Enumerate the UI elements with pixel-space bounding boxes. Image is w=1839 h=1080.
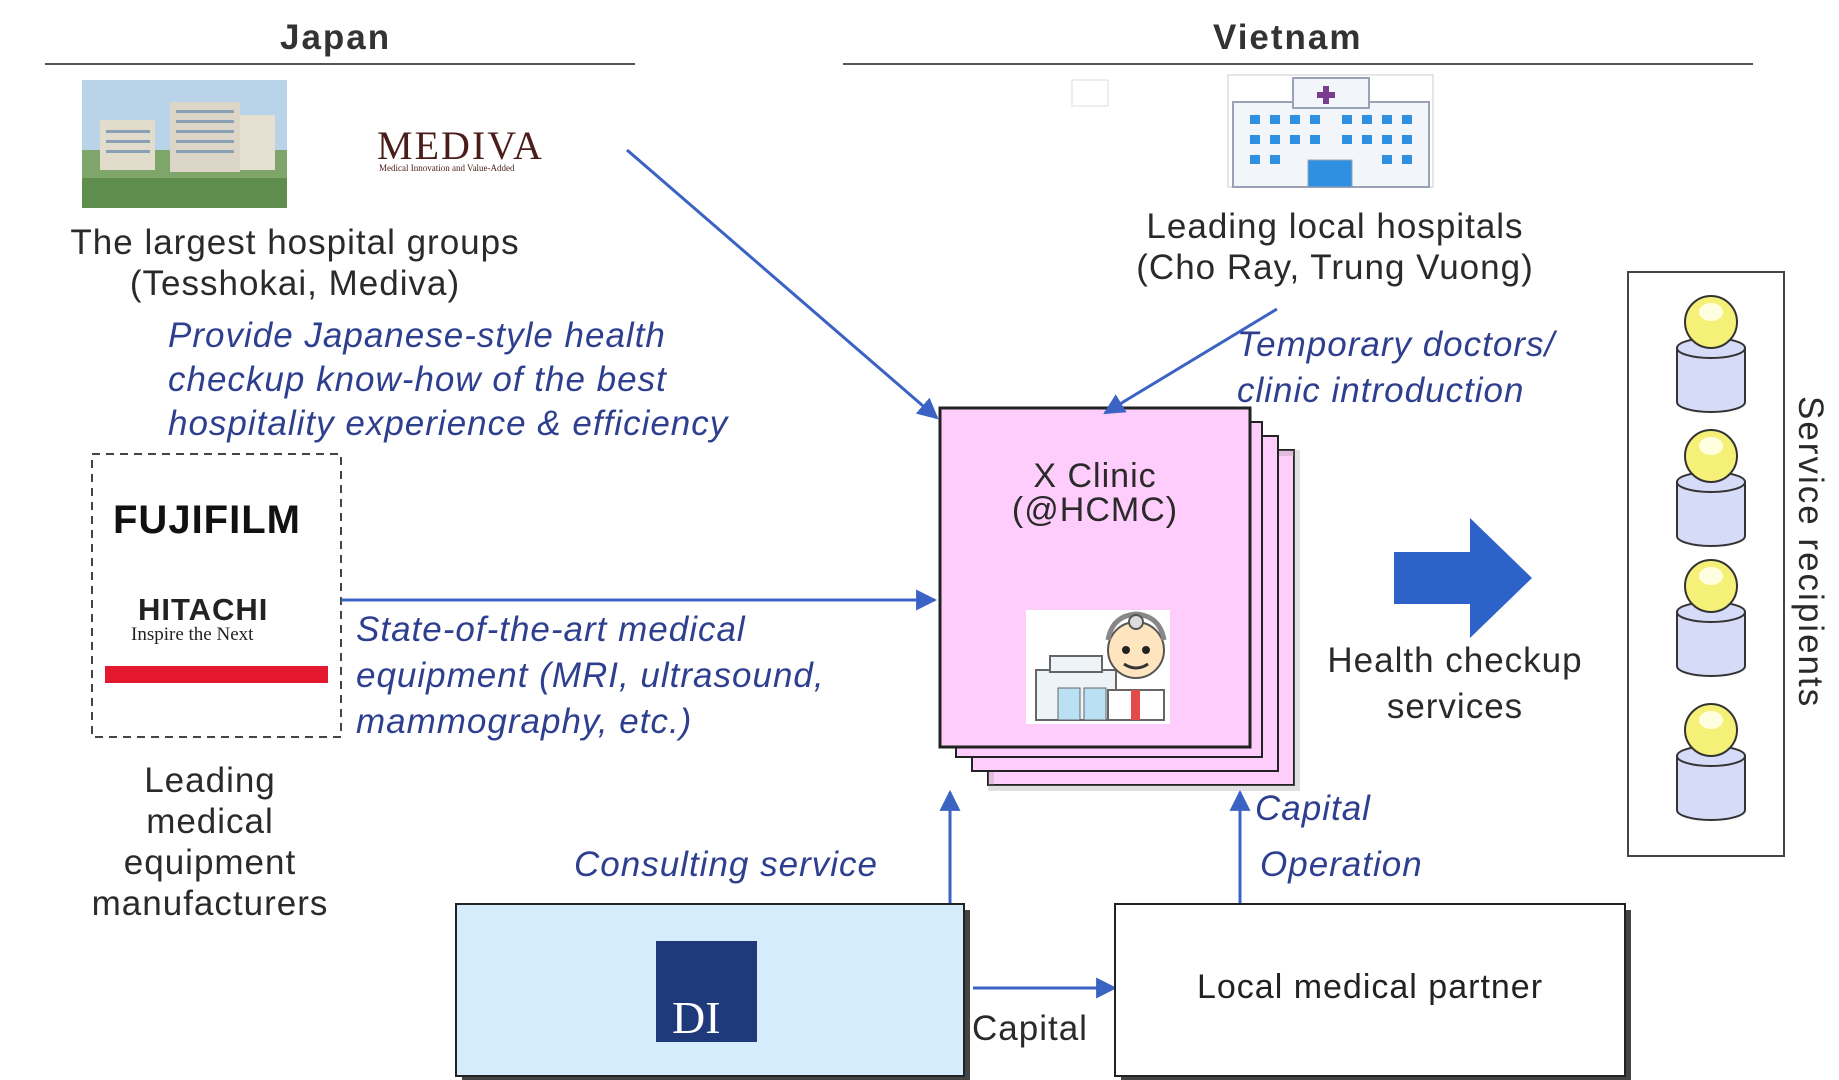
partner-box: [1114, 903, 1626, 1077]
hospital-groups-label: The largest hospital groups (Tesshokai, …: [70, 223, 520, 303]
mediva-logo-tagline: Medical Innovation and Value-Added: [379, 163, 515, 173]
service-recipients-label: Service recipients: [1791, 396, 1830, 709]
recipient-person-1: [1676, 295, 1746, 413]
hospital-photo: [82, 80, 287, 208]
di-logo: DI: [672, 992, 721, 1043]
recipient-person-3: [1676, 559, 1746, 677]
partner-operation-label: Operation: [1260, 845, 1423, 884]
recipient-person-4: [1676, 703, 1746, 821]
mediva-logo: MEDIVA: [377, 123, 544, 168]
doctors-text: Temporary doctors/ clinic introduction: [1237, 325, 1556, 410]
doctor-clinic-icon: [1026, 610, 1170, 724]
equipment-makers-label: Leading medical equipment manufacturers: [91, 761, 329, 923]
di-logo-square: [656, 941, 757, 1042]
hitachi-red-bar: [105, 666, 328, 683]
di-capital-label: Capital: [972, 1009, 1088, 1048]
arrow-local-hospitals-to-clinic: [1103, 307, 1278, 415]
fujifilm-logo: FUJIFILM: [113, 498, 301, 542]
knowhow-text: Provide Japanese-style health checkup kn…: [168, 316, 729, 443]
equipment-text: State-of-the-art medical equipment (MRI,…: [356, 610, 825, 741]
local-hospital-icon: [1071, 74, 1434, 188]
health-checkup-services-label: Health checkup services: [1327, 641, 1583, 726]
vietnam-header: Vietnam: [1213, 18, 1363, 57]
local-medical-partner-label: Local medical partner: [1196, 968, 1544, 1006]
hitachi-tagline: Inspire the Next: [131, 624, 254, 645]
hitachi-logo: HITACHI: [138, 592, 269, 627]
hitachi-logo-bg: [105, 565, 328, 683]
local-hospitals-label: Leading local hospitals (Cho Ray, Trung …: [1136, 207, 1534, 287]
consulting-service-label: Consulting service: [574, 845, 878, 884]
arrow-hospital-groups-to-clinic: [626, 148, 939, 420]
x-clinic-label: X Clinic (@HCMC): [1011, 457, 1179, 529]
recipient-person-2: [1676, 429, 1746, 547]
japan-header: Japan: [280, 18, 392, 57]
partner-capital-label: Capital: [1255, 789, 1371, 828]
big-services-arrow: [1394, 518, 1532, 638]
